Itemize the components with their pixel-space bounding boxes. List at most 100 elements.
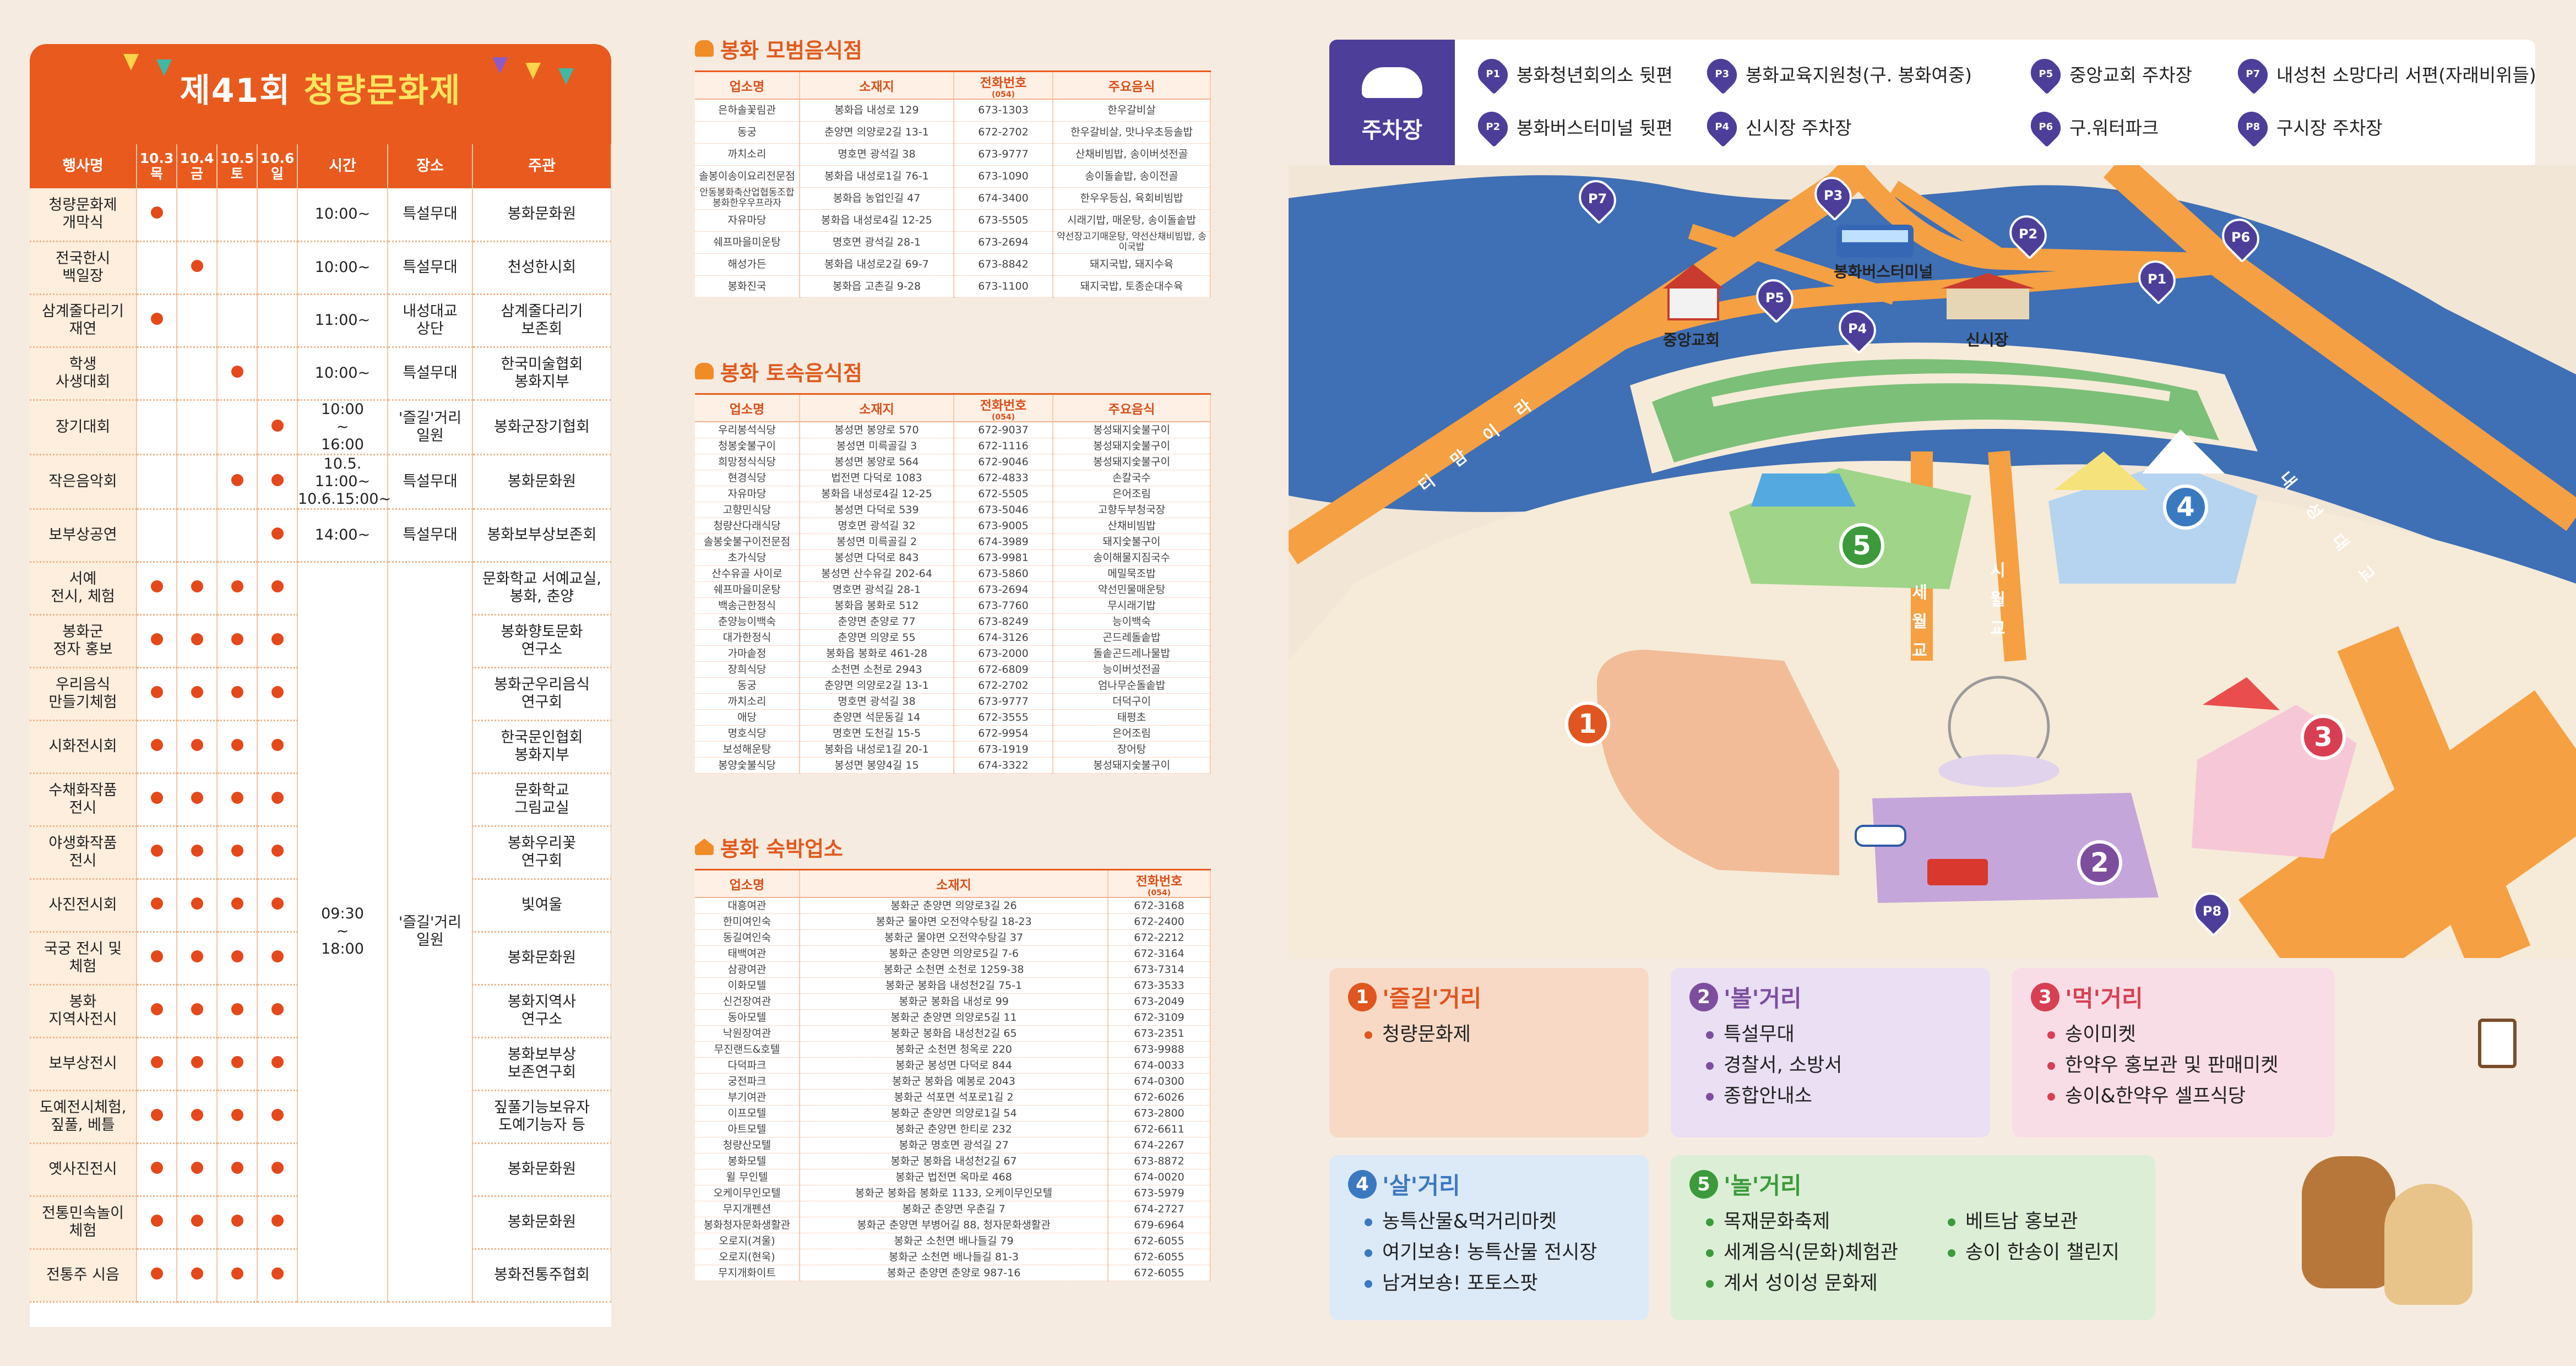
event-name: 서예 전시, 체험	[30, 562, 137, 616]
table-cell: 봉화읍 농업인길 47	[800, 187, 954, 210]
table-cell: 672-6055	[1108, 1265, 1211, 1281]
day-cell	[257, 614, 298, 668]
table-cell: 곤드레돌솥밥	[1053, 629, 1211, 646]
table-cell: 672-6055	[1108, 1233, 1211, 1249]
event-name: 전국한시 백일장	[30, 241, 137, 295]
day-cell	[137, 932, 177, 986]
table-cell: 봉화군 봉화읍 내성로 99	[800, 993, 1108, 1010]
event-name: 국궁 전시 및 체험	[30, 932, 137, 986]
parking-pin-icon: P4	[1701, 106, 1743, 148]
day-cell	[257, 1090, 298, 1144]
scheduled-dot	[150, 580, 163, 592]
table-cell: 674-0020	[1108, 1169, 1211, 1185]
col-header-time: 시간	[297, 144, 388, 188]
table-cell: 673-9777	[954, 693, 1053, 710]
scheduled-dot	[191, 1267, 203, 1280]
col-header: 업소명	[695, 70, 800, 100]
table-cell: 봉성면 봉양로 564	[800, 454, 954, 470]
table-cell: 장어탕	[1053, 741, 1211, 758]
table-cell: 673-2800	[1108, 1105, 1211, 1122]
table-cell: 672-3109	[1108, 1009, 1211, 1026]
scheduled-dot	[231, 739, 243, 751]
scheduled-dot	[150, 1003, 163, 1015]
table-cell: 봉성면 미륵골길 2	[800, 534, 954, 550]
table-cell: 봉성돼지숯불구이	[1053, 422, 1211, 438]
table-cell: 672-9037	[954, 422, 1053, 438]
table-cell: 672-4833	[954, 470, 1053, 486]
table-cell: 다덕파크	[695, 1057, 800, 1074]
event-place: '즐길'거리 일원	[388, 562, 473, 1303]
event-name: 학생 사생대회	[30, 347, 137, 401]
col-header-d2: 10.4 금	[177, 144, 218, 188]
table-cell: 동궁	[695, 677, 800, 694]
scheduled-dot	[271, 897, 284, 910]
table-cell: 봉화군 춘양면 우춘길 7	[800, 1201, 1108, 1217]
table-cell: 봉화진국	[695, 275, 800, 298]
day-cell	[217, 1090, 258, 1144]
table-cell: 672-2212	[1108, 929, 1211, 946]
day-cell	[137, 1143, 177, 1197]
day-cell	[217, 188, 258, 242]
event-place: 특설무대	[388, 188, 473, 242]
event-place: 특설무대	[388, 241, 473, 295]
day-cell	[257, 932, 298, 986]
day-cell	[137, 879, 177, 933]
day-cell	[257, 773, 298, 827]
table-cell: 673-5860	[954, 565, 1053, 582]
table-cell: 소천면 소천로 2943	[800, 661, 954, 678]
table-cell: 673-1090	[954, 165, 1053, 188]
day-cell	[257, 347, 298, 401]
table-cell: 청량산다래식당	[695, 518, 800, 534]
event-name: 작은음악회	[30, 454, 137, 510]
day-cell	[217, 400, 258, 455]
table-cell: 명호면 광석길 32	[800, 518, 954, 534]
bridge-label-1: 세 월 교	[1908, 584, 1927, 661]
zone-marker-3[interactable]: 3	[2301, 715, 2346, 760]
zone-marker-1[interactable]: 1	[1565, 701, 1610, 747]
zone-marker-5[interactable]: 5	[1839, 523, 1884, 568]
table-cell: 고향두부청국장	[1053, 502, 1211, 518]
event-host: 봉화향토문화 연구소	[472, 614, 611, 668]
scheduled-dot	[191, 739, 203, 751]
day-cell	[257, 400, 298, 455]
table-cell: 679-6964	[1108, 1217, 1211, 1233]
table-cell: 능이버섯전골	[1053, 661, 1211, 678]
col-header: 전화번호(054)	[954, 393, 1053, 422]
table-cell: 봉화군 물야면 오전약수탕길 18-23	[800, 913, 1108, 930]
zone-marker-2[interactable]: 2	[2077, 840, 2122, 885]
parking-pin-icon: P6	[2025, 106, 2067, 148]
col-header: 전화번호(054)	[954, 70, 1053, 100]
scheduled-dot	[150, 739, 163, 751]
day-cell	[257, 509, 298, 563]
zone-marker-4[interactable]: 4	[2163, 485, 2208, 530]
table-cell: 손칼국수	[1053, 470, 1211, 486]
parking-label-text: 봉화버스터미널 뒷편	[1517, 117, 1673, 139]
mascot-cow	[2302, 1156, 2395, 1288]
event-host: 문화학교 서예교실, 봉화, 춘양	[472, 562, 611, 616]
scheduled-dot	[231, 845, 243, 857]
table-cell: 봉화군 소천면 배나들길 79	[800, 1233, 1108, 1249]
table-cell: 672-9954	[954, 725, 1053, 742]
bunting-flag	[525, 63, 541, 79]
